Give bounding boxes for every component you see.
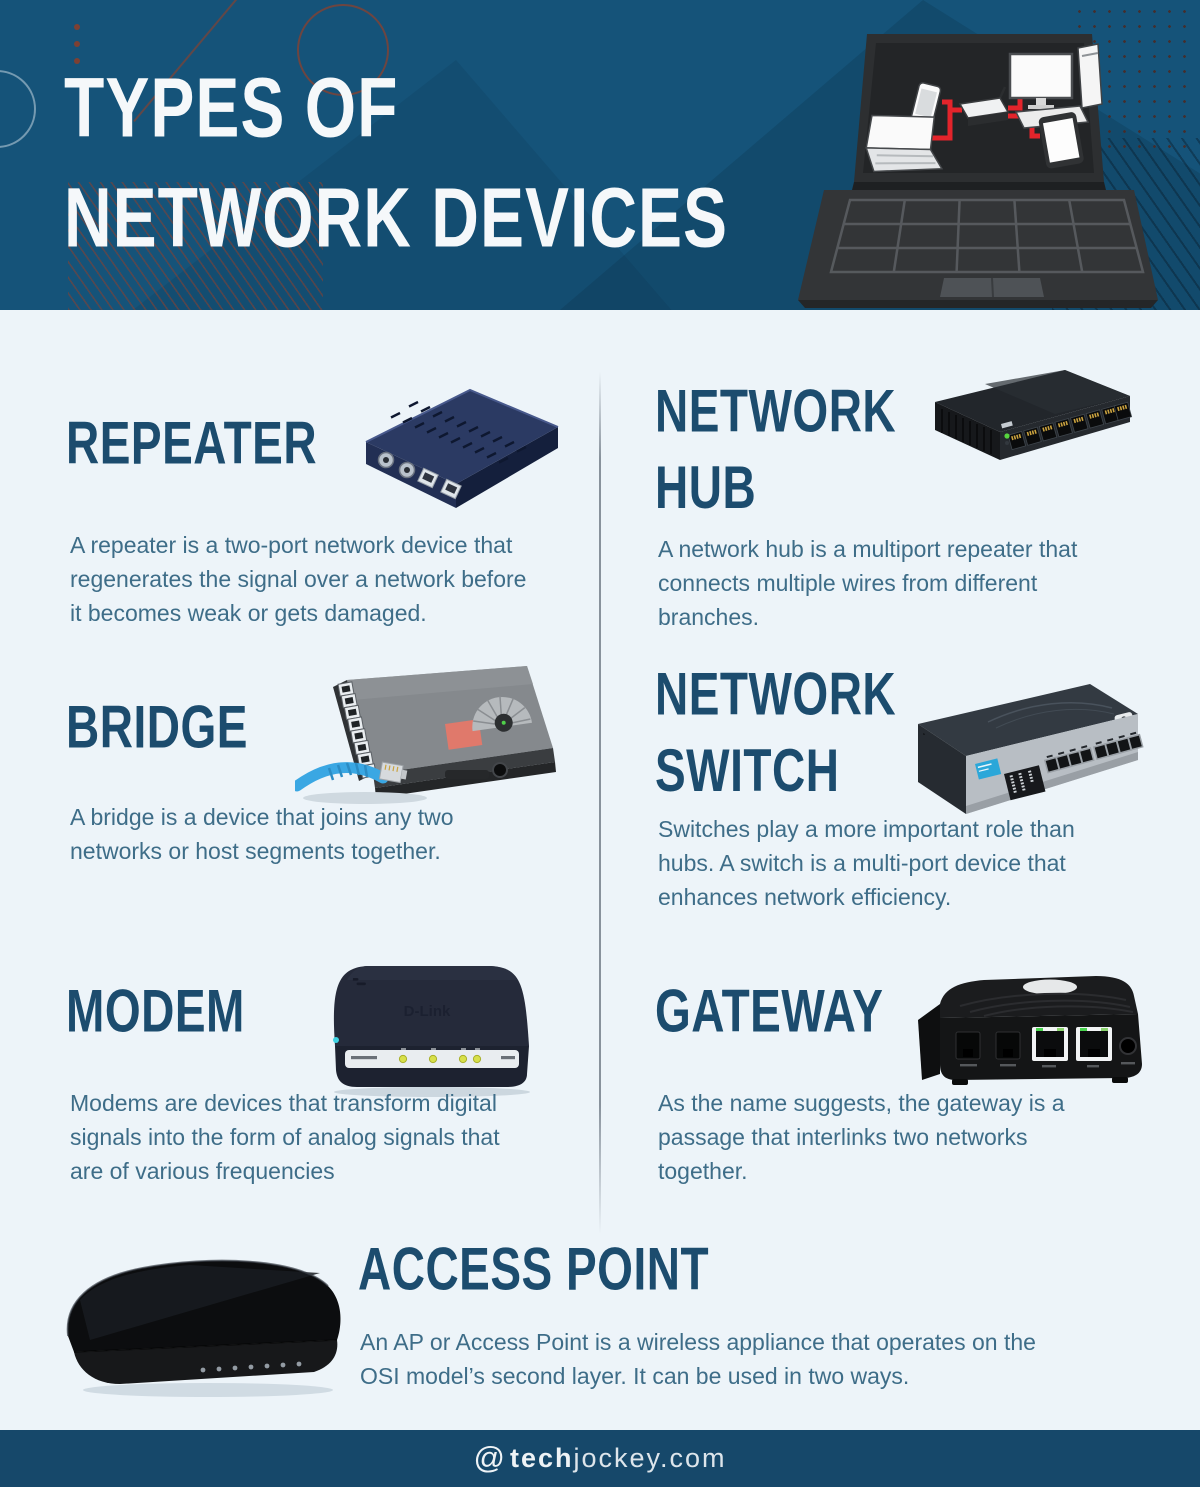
section-title-network-hub: NETWORK HUB <box>655 375 897 522</box>
section-title-modem: MODEM <box>66 975 245 1045</box>
section-title-gateway: GATEWAY <box>655 975 884 1045</box>
section-title-network-switch: NETWORK SWITCH <box>655 658 897 805</box>
arc-decoration <box>0 70 36 148</box>
section-desc-network-hub: A network hub is a multiport repeater th… <box>658 536 1078 630</box>
hatch-lines-decoration <box>68 182 323 310</box>
section-desc-bridge: A bridge is a device that joins any two … <box>70 804 454 864</box>
footer-brand-bold: tech <box>509 1443 574 1473</box>
modem-device-image: D-Link <box>333 966 530 1097</box>
at-logo-icon: @ <box>473 1439 507 1475</box>
page-title-line2: NETWORK DEVICES <box>64 169 729 265</box>
access-point-device-image <box>66 1259 341 1397</box>
gateway-device-image <box>918 976 1142 1085</box>
network-switch-device-image <box>918 684 1144 814</box>
laptop-network-illustration <box>798 34 1158 308</box>
svg-text:D-Link: D-Link <box>404 1003 451 1020</box>
section-desc-gateway: As the name suggests, the gateway is a p… <box>658 1090 1065 1184</box>
section-desc-repeater: A repeater is a two-port network device … <box>70 532 527 626</box>
section-desc-access-point: An AP or Access Point is a wireless appl… <box>360 1329 1036 1389</box>
repeater-device-image <box>365 388 559 508</box>
three-dots-decoration <box>74 24 80 30</box>
section-title-bridge: BRIDGE <box>66 691 248 761</box>
section-desc-modem: Modems are devices that transform digita… <box>70 1090 500 1184</box>
page-title: TYPES OF NETWORK DEVICES <box>64 52 728 272</box>
section-title-repeater: REPEATER <box>66 407 318 477</box>
bridge-device-image <box>295 666 556 804</box>
section-desc-network-switch: Switches play a more important role than… <box>658 816 1075 910</box>
circle-outline-decoration <box>297 4 389 96</box>
header-banner: TYPES OF NETWORK DEVICES <box>0 0 1200 310</box>
section-title-access-point: ACCESS POINT <box>358 1233 710 1303</box>
page-title-line1: TYPES OF <box>64 59 399 155</box>
network-hub-device-image <box>935 370 1133 460</box>
footer-brand-rest: jockey.com <box>573 1443 727 1473</box>
column-divider <box>599 372 601 1234</box>
